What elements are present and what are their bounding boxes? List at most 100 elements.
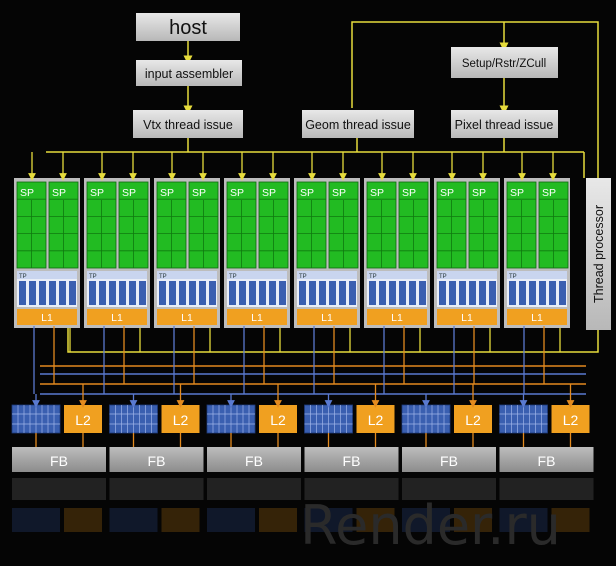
fb-label: FB: [538, 453, 556, 469]
tp-bar: [509, 281, 516, 305]
fb-label: FB: [440, 453, 458, 469]
l1-cache-block: [507, 309, 567, 325]
fb-reflection: [304, 478, 399, 500]
rop-reflection: [12, 508, 60, 532]
l1-label: L1: [531, 312, 543, 324]
tp-bar: [109, 281, 116, 305]
sp-unit: SP: [118, 181, 149, 269]
tp-header: [297, 271, 357, 279]
sp-label: SP: [402, 187, 416, 199]
l2-label: L2: [465, 412, 481, 428]
geom-thread-issue-block: [302, 110, 414, 138]
l1-cache-block: [17, 309, 77, 325]
l1-label: L1: [391, 312, 403, 324]
tp-bar: [29, 281, 36, 305]
l2-cache-block: [161, 405, 200, 433]
tp-bar: [469, 281, 476, 305]
tp-unit: TP: [437, 271, 497, 307]
tp-bar: [409, 281, 416, 305]
tp-bar: [399, 281, 406, 305]
sp-unit: SP: [468, 181, 499, 269]
sp-label: SP: [192, 187, 206, 199]
tp-header: [437, 271, 497, 279]
fb-label: FB: [148, 453, 166, 469]
sp-unit: SP: [436, 181, 467, 269]
l1-cache-block: [297, 309, 357, 325]
sp-label: SP: [160, 187, 174, 199]
rop-reflection: [499, 508, 548, 532]
l2-label: L2: [270, 412, 286, 428]
geom-loop-wire: [351, 21, 599, 178]
fb-reflection: [402, 478, 496, 500]
l2-reflection: [161, 508, 200, 532]
l1-cache-block: [87, 309, 147, 325]
rop-reflection: [109, 508, 158, 532]
l2-cache-block: [454, 405, 492, 433]
sp-label: SP: [52, 187, 66, 199]
tp-label: TP: [439, 274, 447, 280]
tp-bar: [379, 281, 386, 305]
tp-bar: [249, 281, 256, 305]
sp-unit: SP: [48, 181, 79, 269]
tp-bar: [369, 281, 376, 305]
setup-block: [451, 47, 558, 78]
tp-header: [87, 271, 147, 279]
l2-reflection: [259, 508, 297, 532]
tp-bar: [129, 281, 136, 305]
fb-label: FB: [245, 453, 263, 469]
l1-cache-block: [437, 309, 497, 325]
sp-label: SP: [440, 187, 454, 199]
l2-cache-block: [259, 405, 297, 433]
tp-header: [157, 271, 217, 279]
rop-reflection: [207, 508, 255, 532]
l2-reflection: [356, 508, 395, 532]
tp-bar: [159, 281, 166, 305]
tp-label: TP: [369, 274, 377, 280]
sp-label: SP: [20, 187, 34, 199]
sp-unit: SP: [328, 181, 359, 269]
l2-label: L2: [563, 412, 579, 428]
l2-cache-block: [356, 405, 395, 433]
sp-unit: SP: [86, 181, 117, 269]
setup-label: Setup/Rstr/ZCull: [462, 58, 546, 70]
tp-bar: [339, 281, 346, 305]
tp-bar: [319, 281, 326, 305]
fb-reflection: [499, 478, 594, 500]
tp-bar: [189, 281, 196, 305]
sp-label: SP: [262, 187, 276, 199]
sp-label: SP: [332, 187, 346, 199]
fb-block: [207, 447, 301, 472]
tp-unit: TP: [367, 271, 427, 307]
l1-label: L1: [321, 312, 333, 324]
fb-reflection: [109, 478, 204, 500]
l1-label: L1: [111, 312, 123, 324]
sp-unit: SP: [258, 181, 289, 269]
tp-bar: [329, 281, 336, 305]
sp-unit: SP: [296, 181, 327, 269]
l2-reflection: [64, 508, 102, 532]
geom-thread-issue-label: Geom thread issue: [305, 118, 411, 132]
tp-bar: [479, 281, 486, 305]
fb-label: FB: [50, 453, 68, 469]
l1-label: L1: [181, 312, 193, 324]
interconnect-wires: [40, 21, 599, 395]
tp-bar: [199, 281, 206, 305]
tp-unit: TP: [297, 271, 357, 307]
rop-reflection: [304, 508, 353, 532]
sp-label: SP: [510, 187, 524, 199]
vtx-thread-issue-label: Vtx thread issue: [143, 118, 233, 132]
tp-bar: [389, 281, 396, 305]
tp-unit: TP: [87, 271, 147, 307]
tp-bar: [239, 281, 246, 305]
tp-label: TP: [229, 274, 237, 280]
tp-bar: [279, 281, 286, 305]
l1-label: L1: [461, 312, 473, 324]
tp-bar: [169, 281, 176, 305]
